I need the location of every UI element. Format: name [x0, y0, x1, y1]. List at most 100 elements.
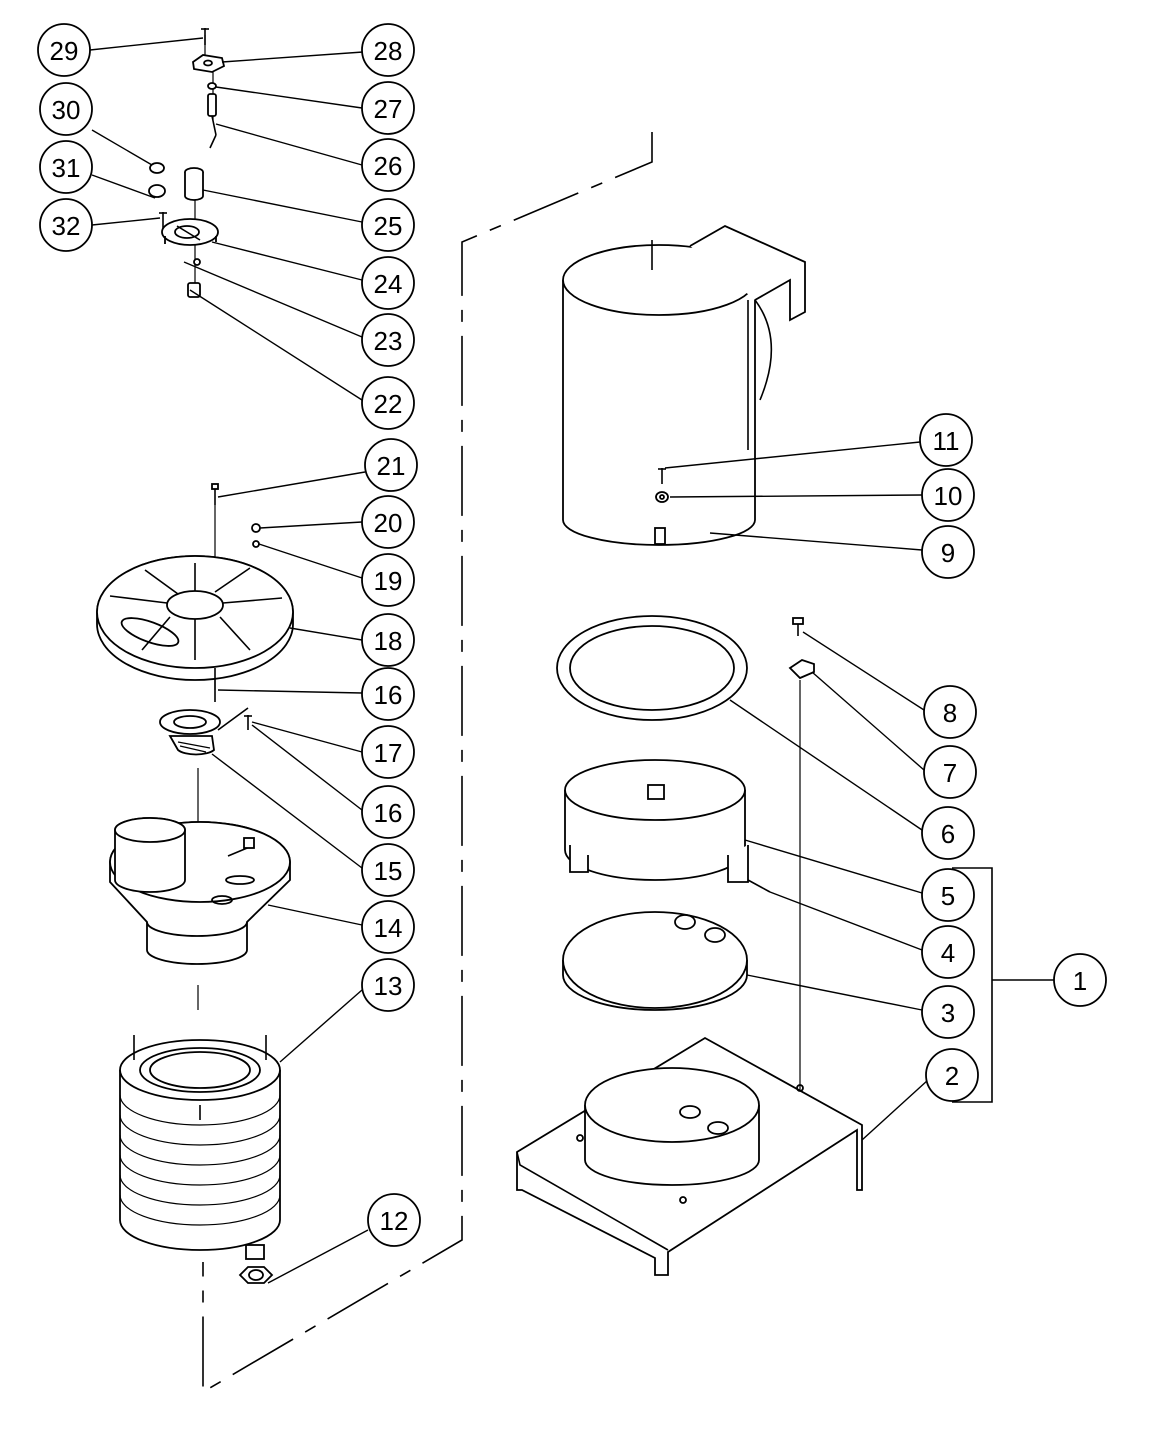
part-31-gasket: [148, 184, 166, 198]
callout-5: 5: [921, 868, 975, 922]
svg-text:16: 16: [374, 680, 403, 710]
callout-14: 14: [361, 900, 415, 954]
svg-text:27: 27: [374, 94, 403, 124]
callout-4: 4: [921, 925, 975, 979]
callout-29: 29: [37, 23, 91, 77]
callouts: 29 28 27 30 26 31 32 25 24 23 22 21 20 1…: [37, 23, 1107, 1247]
callout-15: 15: [361, 843, 415, 897]
part-2-base-tray: [516, 1036, 863, 1276]
part-29-screw: [201, 28, 209, 45]
leader-lines: [89, 37, 929, 1284]
callout-23: 23: [361, 313, 415, 367]
part-5-band: [564, 759, 749, 883]
part-22-fitting: [187, 282, 201, 298]
callout-22: 22: [361, 376, 415, 430]
callout-3: 3: [921, 985, 975, 1039]
callout-25: 25: [361, 198, 415, 252]
callout-18: 18: [361, 613, 415, 667]
svg-text:16: 16: [374, 798, 403, 828]
svg-text:3: 3: [941, 998, 955, 1028]
part-17-screw: [217, 707, 252, 731]
callout-17: 17: [361, 725, 415, 779]
part-15-diffuser: [159, 709, 221, 756]
part-3-base-disc: [562, 911, 748, 1011]
callout-30: 30: [39, 82, 93, 136]
svg-text:9: 9: [941, 538, 955, 568]
part-19-washer: [252, 540, 260, 548]
part-21-bolt: [211, 483, 219, 505]
part-11-screw: [658, 468, 666, 484]
part-13-coil: [119, 1035, 281, 1260]
svg-text:8: 8: [943, 698, 957, 728]
part-28-bracket: [192, 54, 226, 73]
svg-text:26: 26: [374, 151, 403, 181]
svg-text:31: 31: [52, 153, 81, 183]
callout-7: 7: [923, 745, 977, 799]
part-30-o-ring: [149, 162, 165, 174]
svg-text:30: 30: [52, 95, 81, 125]
part-8-screw: [792, 617, 804, 636]
svg-text:15: 15: [374, 856, 403, 886]
svg-text:24: 24: [374, 269, 403, 299]
callout-1: 1: [1053, 953, 1107, 1007]
part-4-screw: [747, 879, 771, 893]
callout-31: 31: [39, 140, 93, 194]
callout-13: 13: [361, 958, 415, 1012]
callout-10: 10: [921, 468, 975, 522]
svg-text:21: 21: [377, 451, 406, 481]
callout-27: 27: [361, 81, 415, 135]
callout-19: 19: [361, 553, 415, 607]
callout-32: 32: [39, 198, 93, 252]
svg-text:1: 1: [1073, 966, 1087, 996]
svg-text:13: 13: [374, 971, 403, 1001]
part-9-outer-casing: [562, 224, 806, 546]
part-10-washer: [655, 491, 669, 503]
svg-text:32: 32: [52, 211, 81, 241]
callout-16b: 16: [361, 785, 415, 839]
part-24-burner-head: [161, 218, 219, 246]
part-23-pin: [193, 258, 201, 266]
svg-text:14: 14: [374, 913, 403, 943]
svg-text:12: 12: [380, 1206, 409, 1236]
part-18-top-plate: [96, 555, 294, 681]
svg-text:22: 22: [374, 389, 403, 419]
part-12-nut: [238, 1266, 274, 1284]
svg-text:20: 20: [374, 508, 403, 538]
part-7-clip: [788, 659, 815, 1090]
assembly-bracket-1: [952, 867, 1055, 1103]
part-6-gasket-ring: [556, 615, 748, 721]
svg-text:4: 4: [941, 938, 955, 968]
callout-9: 9: [921, 525, 975, 579]
svg-text:11: 11: [933, 426, 960, 456]
callout-20: 20: [361, 495, 415, 549]
callout-11: 11: [919, 413, 973, 467]
part-14-combustion-head: [109, 817, 291, 965]
svg-text:18: 18: [374, 626, 403, 656]
svg-text:25: 25: [374, 211, 403, 241]
callout-16a: 16: [361, 667, 415, 721]
callout-12: 12: [367, 1193, 421, 1247]
callout-28: 28: [361, 23, 415, 77]
svg-text:2: 2: [945, 1061, 959, 1091]
callout-6: 6: [921, 806, 975, 860]
callout-21: 21: [364, 438, 418, 492]
svg-text:28: 28: [374, 36, 403, 66]
svg-text:5: 5: [941, 881, 955, 911]
svg-text:10: 10: [934, 481, 963, 511]
svg-text:29: 29: [50, 36, 79, 66]
callout-8: 8: [923, 685, 977, 739]
svg-text:6: 6: [941, 819, 955, 849]
svg-text:17: 17: [374, 738, 403, 768]
part-27-washer: [207, 82, 217, 90]
callout-24: 24: [361, 256, 415, 310]
callout-2: 2: [925, 1048, 979, 1102]
svg-text:23: 23: [374, 326, 403, 356]
svg-text:7: 7: [943, 758, 957, 788]
assembly-guide-line: [202, 132, 653, 1394]
part-25-nozzle-tube: [184, 167, 204, 201]
part-20-nut: [251, 523, 261, 533]
callout-26: 26: [361, 138, 415, 192]
svg-text:19: 19: [374, 566, 403, 596]
